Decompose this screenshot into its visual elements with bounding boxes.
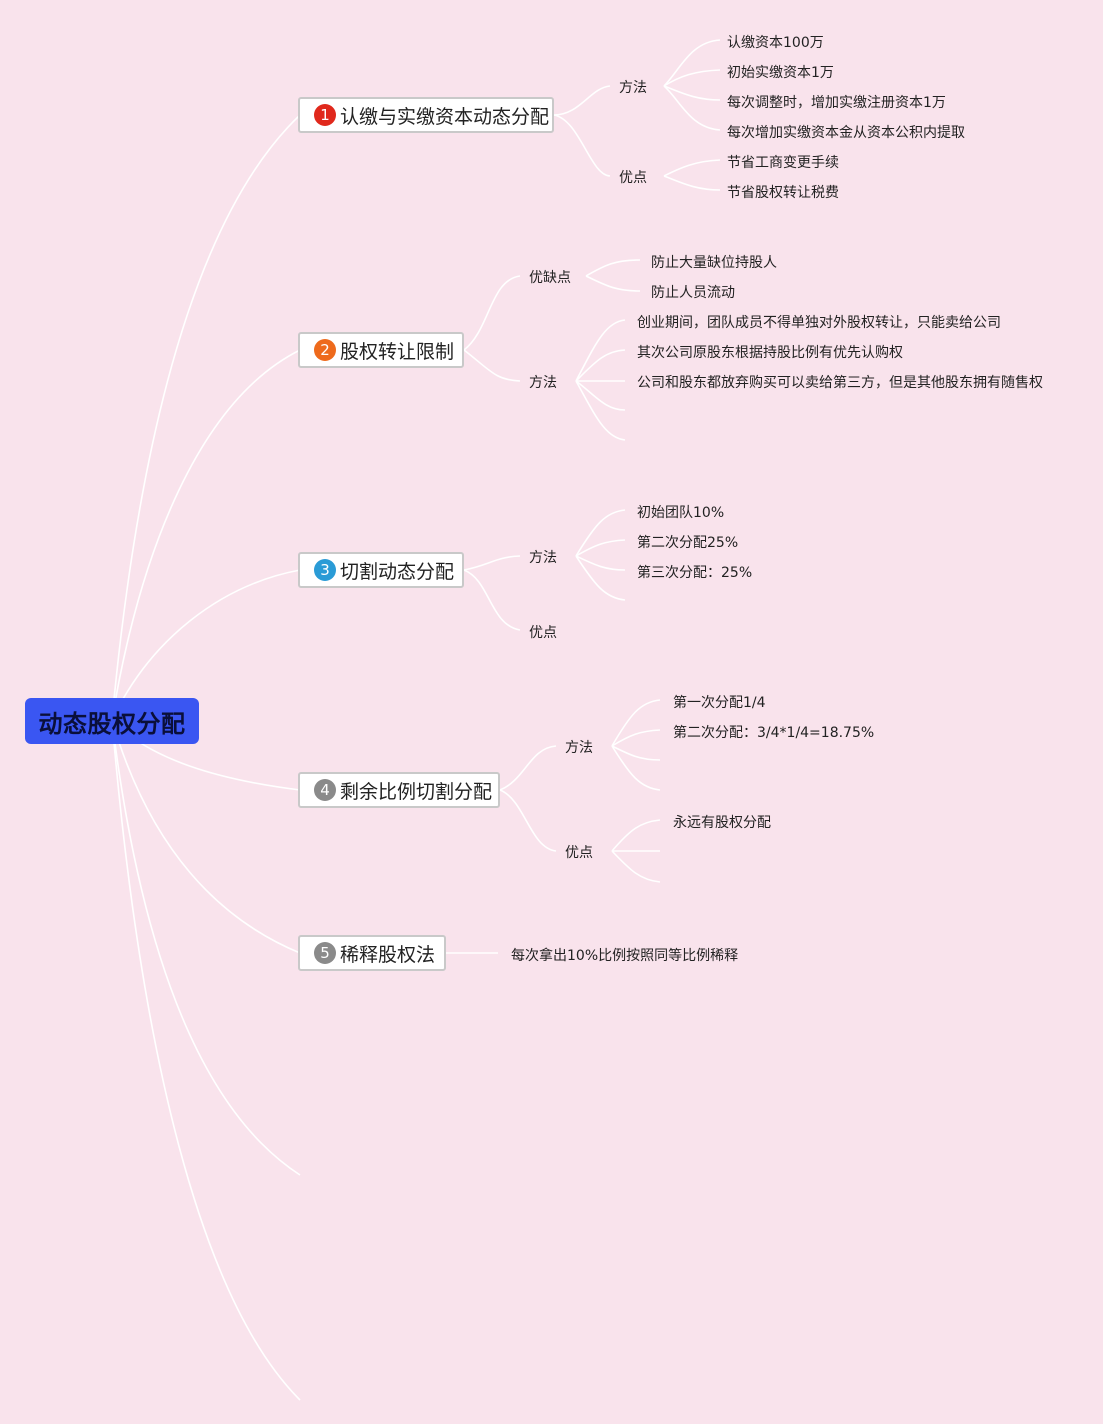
link-t1-g1-l3 bbox=[663, 85, 721, 101]
link-t2-g1-l1 bbox=[585, 259, 641, 277]
topic-1-method-item-2[interactable]: 初始实缴资本1万 bbox=[727, 65, 834, 81]
link-t1-g2-l2 bbox=[663, 175, 721, 191]
topic-5-label: 稀释股权法 bbox=[340, 943, 436, 966]
topic-5-group-dilution[interactable]: 每次拿出10%比例按照同等比例稀释 bbox=[511, 948, 739, 964]
topic-2-pros-cons-item-2[interactable]: 防止人员流动 bbox=[651, 285, 735, 301]
link-t1-g1-l4 bbox=[663, 85, 721, 131]
topic-1-method-item-3[interactable]: 每次调整时，增加实缴注册资本1万 bbox=[727, 95, 946, 111]
topic-2-label: 股权转让限制 bbox=[340, 340, 455, 363]
topic-4-label: 剩余比例切割分配 bbox=[340, 780, 493, 803]
topic-1-group-method[interactable]: 方法 bbox=[619, 80, 647, 96]
topic-4-group-method[interactable]: 方法 bbox=[565, 740, 593, 756]
number-badge-3: 3 bbox=[314, 559, 336, 581]
topic-2-pros-cons-item-1[interactable]: 防止大量缺位持股人 bbox=[651, 255, 777, 271]
topic-1-group-advantage[interactable]: 优点 bbox=[619, 170, 647, 186]
topic-1-advantage-item-1[interactable]: 节省工商变更手续 bbox=[727, 155, 839, 171]
link-t2-g2-l2 bbox=[575, 349, 626, 382]
link-t2-g2-l5 bbox=[575, 380, 626, 441]
link-t4-g1-l1 bbox=[611, 699, 661, 747]
link-t4-g1-l2 bbox=[611, 729, 661, 747]
link-t4-g2-l3 bbox=[611, 850, 661, 883]
topic-2-method-item-2[interactable]: 其次公司原股东根据持股比例有优先认购权 bbox=[637, 345, 903, 361]
topic-2-group-method[interactable]: 方法 bbox=[529, 375, 557, 391]
link-t1-g1 bbox=[553, 85, 611, 116]
link-t4-g1-l4 bbox=[611, 745, 661, 791]
link-root-empty1 bbox=[111, 719, 301, 1176]
link-t3-g2 bbox=[463, 569, 521, 631]
link-t1-g1-l1 bbox=[663, 39, 721, 87]
link-t3-g1-l1 bbox=[575, 509, 626, 557]
number-badge-4: 4 bbox=[314, 779, 336, 801]
topic-4[interactable]: 4 剩余比例切割分配 bbox=[298, 772, 500, 808]
topic-3[interactable]: 3 切割动态分配 bbox=[298, 552, 464, 588]
topic-1-label: 认缴与实缴资本动态分配 bbox=[340, 105, 550, 128]
link-t4-g2 bbox=[499, 789, 557, 852]
link-t2-g2-l1 bbox=[575, 319, 626, 382]
topic-2-method-item-3[interactable]: 公司和股东都放弃购买可以卖给第三方，但是其他股东拥有随售权 bbox=[637, 375, 1043, 391]
topic-1[interactable]: 1 认缴与实缴资本动态分配 bbox=[298, 97, 554, 133]
topic-1-method-item-4[interactable]: 每次增加实缴资本金从资本公积内提取 bbox=[727, 125, 965, 141]
number-badge-5: 5 bbox=[314, 942, 336, 964]
topic-3-method-item-2[interactable]: 第二次分配25% bbox=[637, 535, 739, 551]
link-root-topic3 bbox=[111, 569, 301, 721]
link-t4-g1-l3 bbox=[611, 745, 661, 761]
link-root-topic5 bbox=[111, 719, 301, 954]
number-badge-2: 2 bbox=[314, 339, 336, 361]
link-t1-g1-l2 bbox=[663, 69, 721, 87]
topic-5[interactable]: 5 稀释股权法 bbox=[298, 935, 446, 971]
link-t3-g1-l4 bbox=[575, 555, 626, 601]
topic-2-method-item-1[interactable]: 创业期间，团队成员不得单独对外股权转让，只能卖给公司 bbox=[637, 315, 1001, 331]
topic-1-method-item-1[interactable]: 认缴资本100万 bbox=[727, 35, 824, 51]
topic-3-label: 切割动态分配 bbox=[340, 560, 455, 583]
number-badge-1: 1 bbox=[314, 104, 336, 126]
link-t4-g1 bbox=[499, 745, 557, 791]
link-t2-g1 bbox=[463, 275, 521, 351]
link-t4-g2-l1 bbox=[611, 819, 661, 852]
topic-1-advantage-item-2[interactable]: 节省股权转让税费 bbox=[727, 185, 839, 201]
topic-3-method-item-3[interactable]: 第三次分配：25% bbox=[637, 565, 753, 581]
link-root-topic2 bbox=[111, 349, 301, 721]
link-t1-g2 bbox=[553, 114, 611, 177]
topic-4-method-item-1[interactable]: 第一次分配1/4 bbox=[673, 695, 766, 711]
link-t1-g2-l1 bbox=[663, 159, 721, 177]
topic-3-group-method[interactable]: 方法 bbox=[529, 550, 557, 566]
topic-2[interactable]: 2 股权转让限制 bbox=[298, 332, 464, 368]
link-t3-g1-l3 bbox=[575, 555, 626, 571]
link-t2-g2-l4 bbox=[575, 380, 626, 411]
topic-4-advantage-item-1[interactable]: 永远有股权分配 bbox=[673, 815, 771, 831]
link-t2-g1-l2 bbox=[585, 275, 641, 292]
topic-4-method-item-2[interactable]: 第二次分配：3/4*1/4=18.75% bbox=[673, 725, 875, 741]
link-root-topic1 bbox=[111, 114, 301, 721]
topic-2-group-pros-cons[interactable]: 优缺点 bbox=[529, 270, 571, 286]
root-node[interactable]: 动态股权分配 bbox=[25, 698, 199, 744]
link-t2-g2 bbox=[463, 349, 521, 382]
link-t3-g1 bbox=[463, 555, 521, 571]
topic-4-group-advantage[interactable]: 优点 bbox=[565, 845, 593, 861]
topic-3-group-advantage[interactable]: 优点 bbox=[529, 625, 557, 641]
link-t3-g1-l2 bbox=[575, 539, 626, 557]
link-root-empty2 bbox=[111, 719, 301, 1401]
topic-3-method-item-1[interactable]: 初始团队10% bbox=[637, 505, 725, 521]
